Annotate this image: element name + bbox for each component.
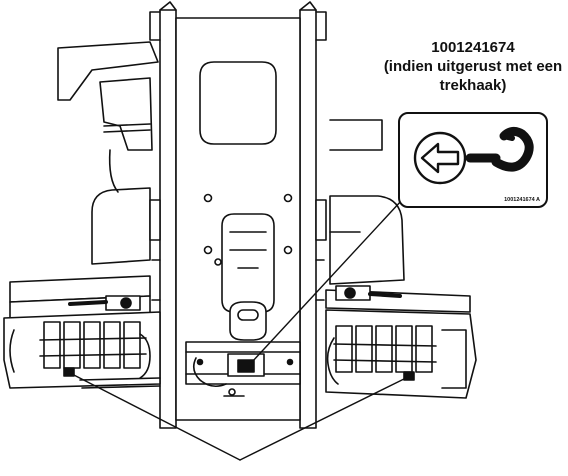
decal-code: 1001241674 A: [504, 197, 540, 203]
hitch-decal: 1001241674 A: [398, 112, 548, 208]
leader-lines: [67, 199, 411, 461]
leader-decal-to-hitch: [251, 199, 403, 363]
part-number: 1001241674: [431, 39, 515, 56]
installation-condition: (indien uitgerust met een trekhaak): [383, 58, 563, 94]
part-number-callout: 1001241674 (indien uitgerust met een tre…: [380, 38, 566, 95]
left-body-outline: [57, 41, 159, 265]
hitch-assembly: [185, 301, 301, 397]
right-track-assembly: [325, 285, 477, 399]
tow-hook-icon: [465, 126, 534, 172]
right-body-outline: [329, 119, 405, 285]
leader-left-track: [67, 371, 241, 461]
leader-right-track: [239, 375, 411, 461]
main-frame: [149, 1, 327, 429]
left-track-assembly: [3, 275, 161, 389]
arrow-left-icon: [413, 131, 467, 185]
